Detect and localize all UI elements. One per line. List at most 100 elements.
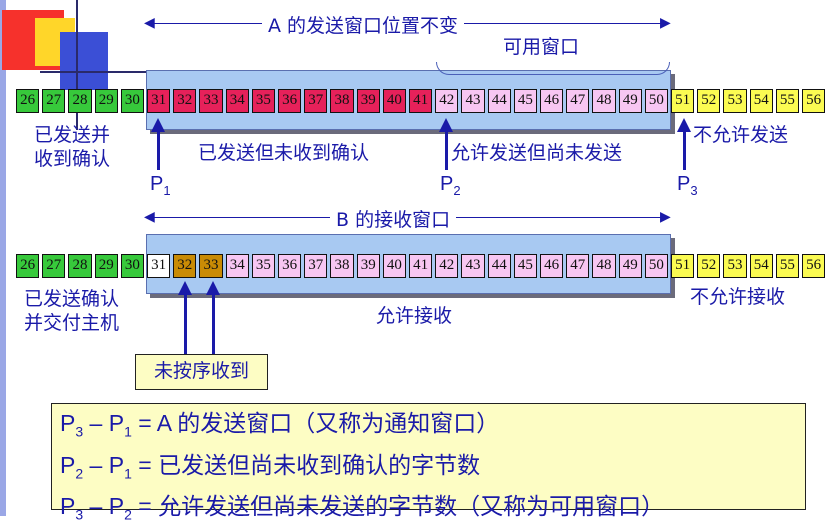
seq-cell-42: 42 <box>435 254 459 278</box>
seq-cell-34: 34 <box>225 89 249 113</box>
seq-cell-56: 56 <box>802 89 826 113</box>
seq-cell-28: 28 <box>68 89 92 113</box>
not-allowed-send-label: 不允许发送 <box>693 124 789 146</box>
sent-acked-label-2: 收到确认 <box>34 148 111 170</box>
seq-cell-31: 31 <box>147 89 171 113</box>
p2-arrow-head-icon <box>439 118 453 132</box>
seq-cell-48: 48 <box>592 89 616 113</box>
seq-cell-49: 49 <box>618 89 642 113</box>
p2-arrow-line <box>445 128 448 170</box>
seq-cell-38: 38 <box>330 89 354 113</box>
p3-arrow-line <box>683 128 686 170</box>
seq-cell-53: 53 <box>723 254 747 278</box>
not-allowed-recv-label: 不允许接收 <box>690 286 786 308</box>
seq-cell-37: 37 <box>304 89 328 113</box>
seq-cell-38: 38 <box>330 254 354 278</box>
seq-cell-30: 30 <box>120 89 144 113</box>
seq-cell-52: 52 <box>697 254 721 278</box>
seq-cell-32: 32 <box>173 254 197 278</box>
seq-cell-29: 29 <box>94 89 118 113</box>
seq-cell-34: 34 <box>225 254 249 278</box>
p3-arrow-head-icon <box>677 118 691 132</box>
seq-cell-51: 51 <box>671 89 695 113</box>
seq-cell-36: 36 <box>278 254 302 278</box>
seq-cell-35: 35 <box>251 89 275 113</box>
oo-arrow-33-head-icon <box>206 281 220 295</box>
span-arrow-right-icon: ▶ <box>660 15 671 31</box>
seq-cell-30: 30 <box>120 254 144 278</box>
decor-vertical-line <box>76 0 78 130</box>
seq-cell-40: 40 <box>382 254 406 278</box>
seq-cell-49: 49 <box>618 254 642 278</box>
seq-cell-26: 26 <box>16 254 40 278</box>
oo-arrow-32-head-icon <box>178 281 192 295</box>
allowed-unsent-label: 允许发送但尚未发送 <box>451 142 623 164</box>
seq-cell-47: 47 <box>566 254 590 278</box>
seq-cell-46: 46 <box>540 254 564 278</box>
seq-cell-48: 48 <box>592 254 616 278</box>
send-window-title: A 的发送窗口位置不变 <box>262 11 465 38</box>
seq-cell-28: 28 <box>68 254 92 278</box>
seq-cell-43: 43 <box>461 254 485 278</box>
seq-cell-53: 53 <box>723 89 747 113</box>
seq-cell-27: 27 <box>42 89 66 113</box>
p1-arrow-head-icon <box>151 118 165 132</box>
seq-cell-43: 43 <box>461 89 485 113</box>
recv-window-title: B 的接收窗口 <box>330 205 457 232</box>
seq-cell-37: 37 <box>304 254 328 278</box>
decor-blue-square <box>60 32 108 90</box>
seq-cell-55: 55 <box>775 89 799 113</box>
seq-cell-54: 54 <box>749 89 773 113</box>
seq-cell-31: 31 <box>147 254 171 278</box>
seq-cell-39: 39 <box>356 254 380 278</box>
seq-cell-36: 36 <box>278 89 302 113</box>
seq-cell-50: 50 <box>644 254 668 278</box>
pointer-p3: P3 <box>677 173 698 198</box>
pointer-p2: P2 <box>440 173 461 198</box>
seq-cell-33: 33 <box>199 254 223 278</box>
recv-span-arrow-right-icon: ▶ <box>660 209 671 225</box>
seq-cell-47: 47 <box>566 89 590 113</box>
seq-cell-27: 27 <box>42 254 66 278</box>
seq-cell-50: 50 <box>644 89 668 113</box>
formula-line-2: P2 – P1 = 已发送但尚未收到确认的字节数 <box>60 451 481 482</box>
usable-window-bracket <box>436 62 670 75</box>
seq-cell-41: 41 <box>409 89 433 113</box>
out-of-order-note: 未按序收到 <box>135 354 268 390</box>
seq-cell-42: 42 <box>435 89 459 113</box>
formula-line-1: P3 – P1 = A 的发送窗口（又称为通知窗口） <box>60 410 500 440</box>
seq-cell-46: 46 <box>540 89 564 113</box>
usable-window-label: 可用窗口 <box>503 36 580 58</box>
span-arrow-left-icon: ◀ <box>144 15 155 31</box>
seq-cell-33: 33 <box>199 89 223 113</box>
allowed-recv-label: 允许接收 <box>376 305 453 327</box>
recv-span-arrow-left-icon: ◀ <box>144 209 155 225</box>
seq-cell-45: 45 <box>513 89 537 113</box>
seq-cell-26: 26 <box>16 89 40 113</box>
seq-cell-45: 45 <box>513 254 537 278</box>
seq-cell-51: 51 <box>671 254 695 278</box>
oo-arrow-32-line <box>184 292 187 354</box>
oo-arrow-33-line <box>212 292 215 354</box>
delivered-label-2: 并交付主机 <box>24 312 120 334</box>
decor-horizontal-line <box>40 71 150 73</box>
formula-box: P3 – P1 = A 的发送窗口（又称为通知窗口） P2 – P1 = 已发送… <box>51 403 806 523</box>
seq-cell-44: 44 <box>487 254 511 278</box>
seq-cell-44: 44 <box>487 89 511 113</box>
delivered-label-1: 已发送确认 <box>24 288 120 310</box>
slide-edge-bar <box>0 0 6 516</box>
seq-cell-35: 35 <box>251 254 275 278</box>
formula-line-3: P3 – P2 = 允许发送但尚未发送的字节数（又称为可用窗口） <box>60 493 665 523</box>
seq-cell-29: 29 <box>94 254 118 278</box>
sent-unacked-label: 已发送但未收到确认 <box>198 142 370 164</box>
seq-cell-41: 41 <box>409 254 433 278</box>
seq-cell-55: 55 <box>775 254 799 278</box>
seq-cell-56: 56 <box>802 254 826 278</box>
seq-cell-54: 54 <box>749 254 773 278</box>
seq-cell-52: 52 <box>697 89 721 113</box>
p1-arrow-line <box>157 128 160 170</box>
sent-acked-label-1: 已发送并 <box>34 124 111 146</box>
seq-cell-40: 40 <box>382 89 406 113</box>
seq-cell-32: 32 <box>173 89 197 113</box>
pointer-p1: P1 <box>150 173 171 198</box>
